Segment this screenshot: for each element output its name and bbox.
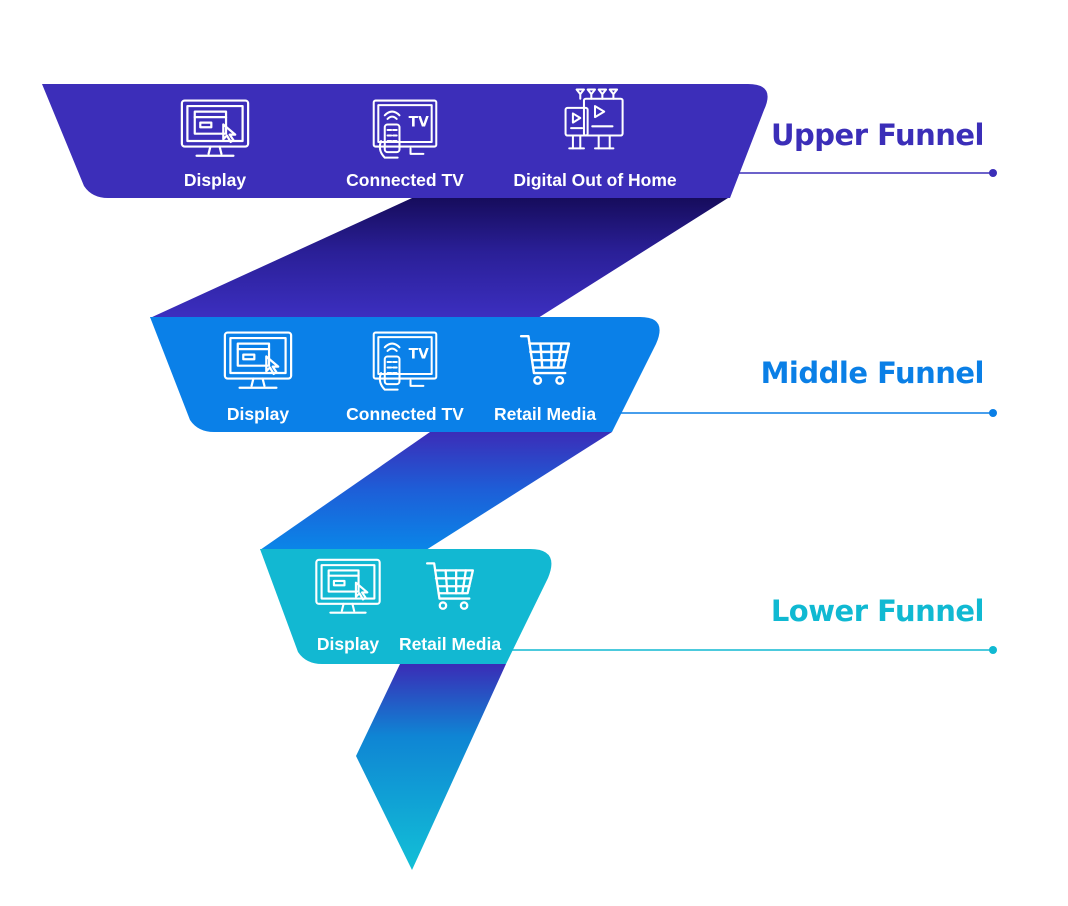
tier-title-lower: Lower Funnel [770, 594, 985, 628]
tier-band-lower [260, 549, 552, 664]
channel-label: Display [184, 170, 247, 190]
channel-lower-display: Display [315, 558, 381, 654]
leader-dot-lower [989, 646, 997, 654]
channel-label: Digital Out of Home [513, 170, 677, 190]
channel-lower-retail-media: Retail Media [399, 562, 501, 654]
channel-middle-connected-tv: Connected TV [346, 331, 464, 424]
leader-dot-middle [989, 409, 997, 417]
channel-middle-retail-media: Retail Media [494, 335, 596, 424]
tier-title-upper: Upper Funnel [770, 118, 985, 152]
ribbon-upper-to-middle [150, 198, 728, 318]
channel-label: Display [227, 404, 290, 424]
channel-label: Retail Media [494, 404, 596, 424]
channel-label: Connected TV [346, 170, 464, 190]
channel-middle-display: Display [223, 331, 293, 424]
channel-label: Display [317, 634, 380, 654]
channel-label: Retail Media [399, 634, 501, 654]
ribbon-middle-to-lower [260, 432, 612, 550]
channel-upper-digital-out-of-home: Digital Out of Home [513, 88, 677, 190]
leader-dot-upper [989, 169, 997, 177]
ribbon-lower-tail [356, 664, 506, 870]
channel-upper-display: Display [180, 99, 250, 190]
tier-title-middle: Middle Funnel [760, 356, 985, 390]
channel-label: Connected TV [346, 404, 464, 424]
channel-upper-connected-tv: Connected TV [346, 99, 464, 190]
